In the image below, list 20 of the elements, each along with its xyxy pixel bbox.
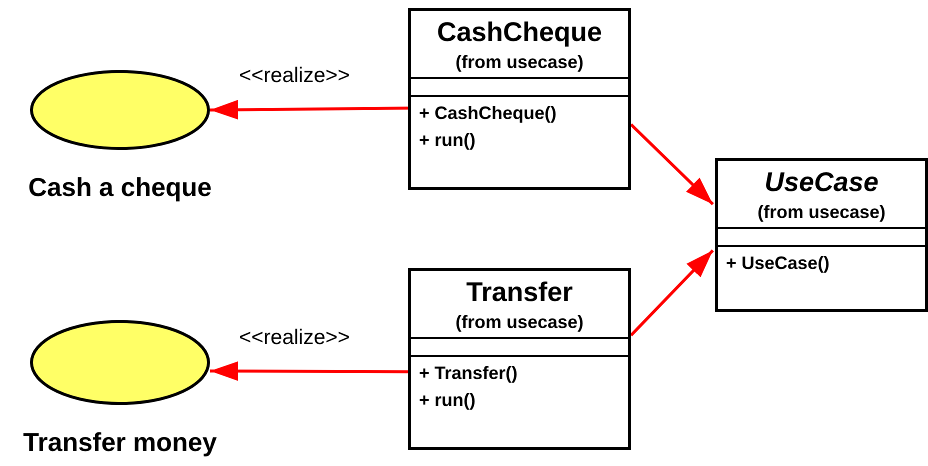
- method-text: + CashCheque(): [419, 103, 557, 124]
- package-note: (from usecase): [455, 52, 584, 73]
- arrow: [210, 100, 408, 120]
- method-text: + run(): [419, 130, 476, 151]
- arrow: [630, 249, 714, 336]
- arrow: [630, 123, 714, 206]
- class-name: Transfer: [466, 277, 573, 308]
- class-name: UseCase: [764, 167, 879, 198]
- class-box: [408, 268, 631, 450]
- package-note: (from usecase): [455, 312, 584, 333]
- class-name: CashCheque: [436, 17, 602, 48]
- arrow: [210, 361, 408, 381]
- method-text: + Transfer(): [419, 363, 518, 384]
- class-box: [715, 158, 928, 312]
- method-text: + run(): [419, 390, 476, 411]
- class-box: [408, 8, 631, 190]
- use-case-name: Transfer money: [23, 427, 217, 458]
- package-note: (from usecase): [757, 202, 886, 223]
- use-case-name: Cash a cheque: [28, 172, 212, 203]
- method-text: + UseCase(): [726, 253, 830, 274]
